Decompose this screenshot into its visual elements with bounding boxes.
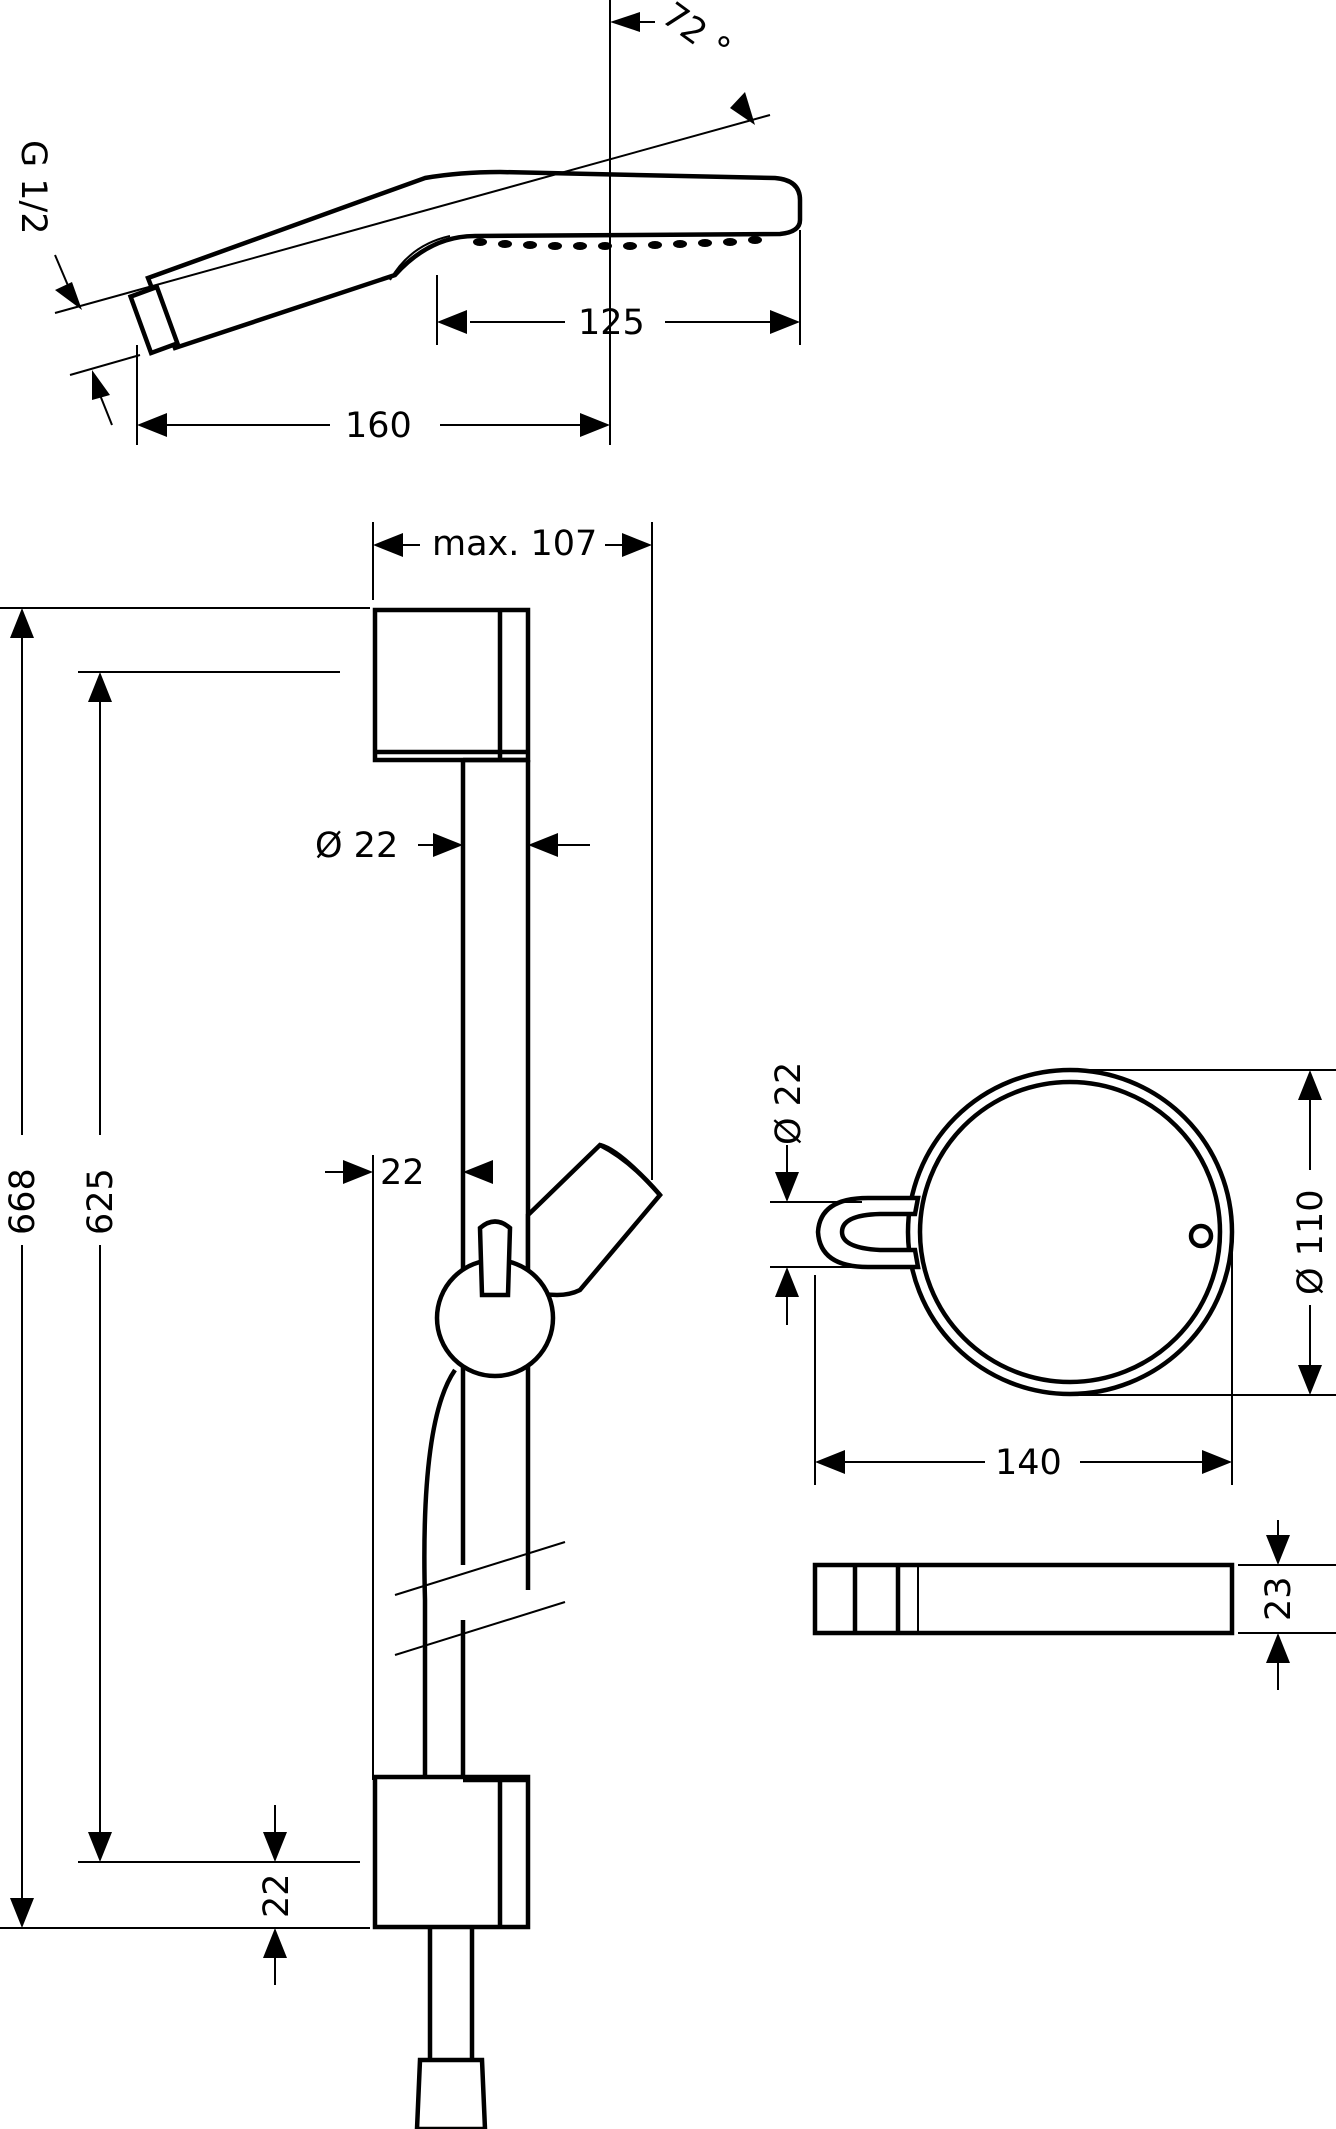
hand-shower-view: 72 ° G 1/2 125 160 xyxy=(13,0,803,446)
thread-connector xyxy=(127,284,181,356)
max-projection-label: max. 107 xyxy=(432,524,597,564)
dish-height-label: 23 xyxy=(1259,1576,1299,1621)
slider-lever xyxy=(477,1219,513,1298)
shower-rail-view: max. 107 Ø 22 22 xyxy=(0,522,663,2129)
top-wall-bracket xyxy=(372,607,531,763)
hose-nut xyxy=(414,2057,488,2129)
dish-clip xyxy=(815,1195,921,1270)
clip-diameter-label: Ø 22 xyxy=(769,1062,809,1145)
rail-length-label: 625 xyxy=(81,1168,121,1235)
dish-length-label: 140 xyxy=(995,1443,1062,1483)
thread-label: G 1/2 xyxy=(13,140,53,235)
angle-label: 72 ° xyxy=(654,0,737,71)
total-height-label: 668 xyxy=(3,1168,43,1235)
handle-length-label: 160 xyxy=(345,406,412,446)
soap-dish-side-view: 23 xyxy=(812,1520,1336,1690)
nozzle-row xyxy=(473,236,762,250)
holder-arm xyxy=(525,1142,663,1298)
offset-label: 22 xyxy=(380,1153,425,1193)
bottom-offset-label: 22 xyxy=(257,1873,297,1918)
bottom-wall-bracket xyxy=(372,1774,531,1930)
dish-side xyxy=(812,1562,1235,1636)
hand-shower-handle xyxy=(145,169,803,351)
dish-diameter-label: Ø 110 xyxy=(1291,1190,1331,1295)
bar-diameter-label: Ø 22 xyxy=(315,826,398,866)
hose xyxy=(422,1368,457,1780)
head-width-label: 125 xyxy=(578,303,645,343)
dish-outer xyxy=(905,1067,1235,1397)
drain-hole xyxy=(1188,1223,1214,1249)
soap-dish-top-view: Ø 22 Ø 110 140 xyxy=(769,1062,1336,1485)
